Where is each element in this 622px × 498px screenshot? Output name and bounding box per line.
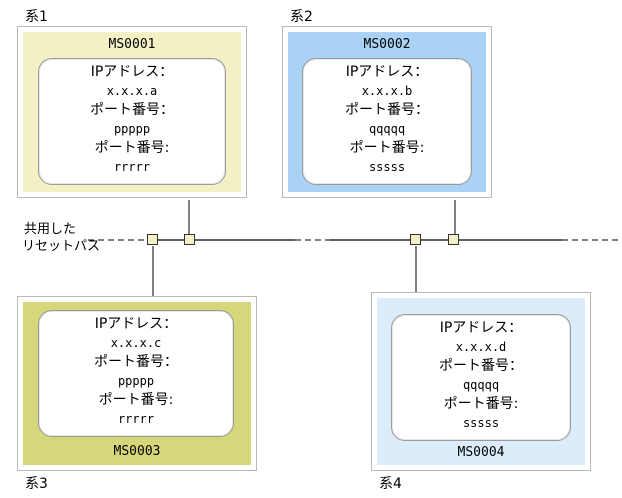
system1-ip-label: IPアドレス： <box>90 64 174 80</box>
system2-port2-value: sssss <box>368 160 406 174</box>
system4-label: 系4 <box>379 476 402 492</box>
system1-frame: MS0001 IPアドレス： x.x.x.a ポート番号： ppppp ポート番… <box>17 26 247 198</box>
shared-reset-path-label-line2: リセットパス <box>21 239 100 254</box>
system1-port2-value: rrrrr <box>113 160 151 174</box>
system1-ms-name: MS0001 <box>108 37 156 52</box>
system3-port1-label: ポート番号： <box>94 354 178 370</box>
system3-port1-value: ppppp <box>117 374 155 388</box>
system2-ip-label: IPアドレス： <box>345 64 429 80</box>
system2-ms-panel: MS0002 IPアドレス： x.x.x.b ポート番号： qqqqq ポート番… <box>288 32 486 192</box>
system3-ms-panel: IPアドレス： x.x.x.c ポート番号： ppppp ポート番号: rrrr… <box>23 302 251 465</box>
system3-port2-value: rrrrr <box>117 412 155 426</box>
system3-ip-value: x.x.x.c <box>110 336 162 350</box>
system4-frame: IPアドレス： x.x.x.d ポート番号： qqqqq ポート番号: ssss… <box>371 292 591 471</box>
connector-system1 <box>184 234 195 245</box>
system2-ip-value: x.x.x.b <box>361 84 413 98</box>
system2-frame: MS0002 IPアドレス： x.x.x.b ポート番号： qqqqq ポート番… <box>282 26 492 198</box>
system1-port1-label: ポート番号： <box>90 102 174 118</box>
system1-label: 系1 <box>25 9 48 25</box>
system3-info-box: IPアドレス： x.x.x.c ポート番号： ppppp ポート番号: rrrr… <box>38 310 234 437</box>
connector-system4 <box>410 234 421 245</box>
system3-ms-name: MS0003 <box>113 444 161 459</box>
system4-port1-value: qqqqq <box>462 378 500 392</box>
shared-reset-path-label-line1: 共用した <box>23 222 76 237</box>
system2-info-box: IPアドレス： x.x.x.b ポート番号： qqqqq ポート番号: ssss… <box>302 58 472 185</box>
system1-port1-value: ppppp <box>113 122 151 136</box>
system4-ip-label: IPアドレス： <box>439 320 523 336</box>
system4-port2-label: ポート番号: <box>443 396 519 412</box>
system2-port2-label: ポート番号: <box>349 140 425 156</box>
system2-port1-value: qqqqq <box>368 122 406 136</box>
system4-port2-value: sssss <box>462 416 500 430</box>
system1-port2-label: ポート番号: <box>94 140 170 156</box>
system2-label: 系2 <box>290 9 313 25</box>
system2-port1-label: ポート番号： <box>345 102 429 118</box>
system3-ip-label: IPアドレス： <box>94 316 178 332</box>
system2-ms-name: MS0002 <box>363 37 411 52</box>
system3-port2-label: ポート番号: <box>98 392 174 408</box>
system4-ms-name: MS0004 <box>457 445 505 460</box>
system3-frame: IPアドレス： x.x.x.c ポート番号： ppppp ポート番号: rrrr… <box>17 296 257 471</box>
system1-ms-panel: MS0001 IPアドレス： x.x.x.a ポート番号： ppppp ポート番… <box>23 32 241 192</box>
system1-ip-value: x.x.x.a <box>106 84 158 98</box>
system4-ip-value: x.x.x.d <box>455 340 507 354</box>
shared-reset-path-label: 共用した リセットパス <box>0 221 100 255</box>
system4-port1-label: ポート番号： <box>439 358 523 374</box>
system4-ms-panel: IPアドレス： x.x.x.d ポート番号： qqqqq ポート番号: ssss… <box>377 298 585 465</box>
connector-system2 <box>448 234 459 245</box>
system4-info-box: IPアドレス： x.x.x.d ポート番号： qqqqq ポート番号: ssss… <box>391 314 571 441</box>
system1-info-box: IPアドレス： x.x.x.a ポート番号： ppppp ポート番号: rrrr… <box>38 58 226 185</box>
connector-system3 <box>147 234 158 245</box>
system3-label: 系3 <box>25 476 48 492</box>
